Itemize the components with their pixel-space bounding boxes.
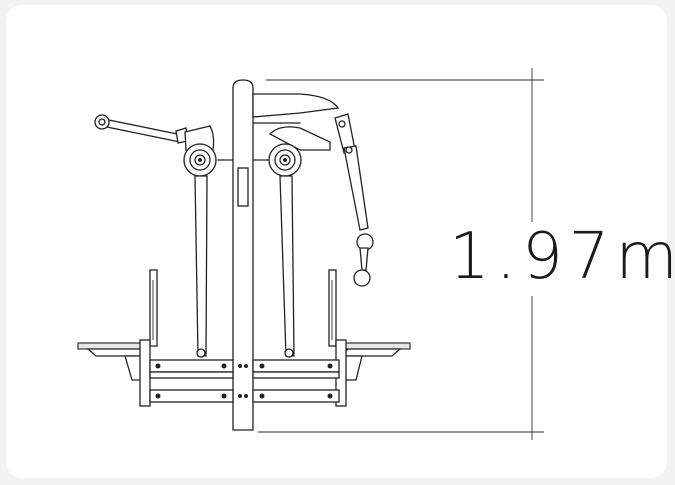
height-dimension-label: 1.97m — [449, 220, 675, 294]
right-arm-assembly — [268, 113, 374, 358]
top-cap — [252, 93, 340, 124]
height-dimension: 1.97m — [258, 68, 675, 440]
right-seat — [328, 269, 411, 407]
central-post — [217, 79, 269, 431]
left-arm-assembly — [94, 114, 217, 358]
left-seat — [77, 269, 158, 407]
base-frame — [149, 359, 340, 403]
